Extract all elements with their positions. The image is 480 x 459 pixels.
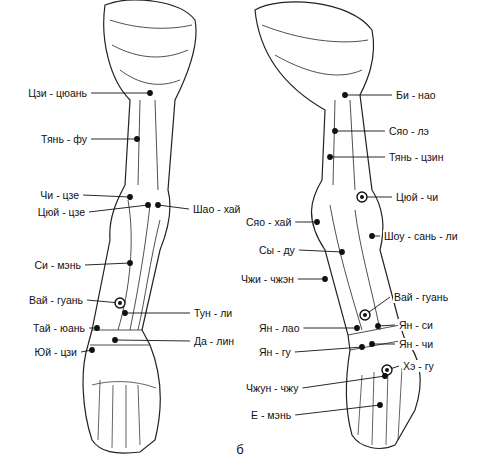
point-label: Да - лин xyxy=(193,335,235,347)
leader-line xyxy=(295,347,362,352)
point-dot xyxy=(343,93,347,97)
point-label: Тянь - фу xyxy=(40,133,88,145)
point-label: Би - нао xyxy=(395,89,437,101)
leader-line xyxy=(115,340,190,341)
point-dot xyxy=(328,155,332,159)
leader-line xyxy=(295,222,317,223)
leader-line xyxy=(304,328,357,329)
leader-line xyxy=(298,279,325,280)
point-label: Сяо - лэ xyxy=(388,125,430,137)
point-label: Цзи - цюань xyxy=(27,87,88,99)
point-label: Вай - гуань xyxy=(393,291,449,303)
leader-line xyxy=(302,376,385,388)
leader-line xyxy=(125,313,190,314)
point-label: Ян - чи xyxy=(398,338,434,350)
point-label: Тянь - цзин xyxy=(388,151,444,163)
leader-line xyxy=(91,93,150,94)
leader-line xyxy=(330,157,385,158)
point-dot xyxy=(118,301,122,305)
point-label: Юй - цзи xyxy=(34,346,78,358)
figure-caption: б xyxy=(235,443,244,457)
point-dot xyxy=(360,345,364,349)
point-label: Шао - хай xyxy=(192,203,241,215)
leader-line xyxy=(89,205,148,212)
point-label: Тун - ли xyxy=(193,307,233,319)
point-dot xyxy=(123,311,127,315)
point-dot xyxy=(370,342,374,346)
point-label: Ян - си xyxy=(398,319,434,331)
point-dot xyxy=(135,137,139,141)
point-label: Сы - ду xyxy=(258,244,296,256)
point-label: Тай - юань xyxy=(32,322,86,334)
left-arm xyxy=(83,0,196,453)
point-dot xyxy=(363,313,367,317)
point-dot xyxy=(115,298,125,308)
point-label: Е - мэнь xyxy=(250,409,292,421)
point-dot xyxy=(90,348,94,352)
point-label: Хэ - гу xyxy=(402,360,435,372)
point-dot xyxy=(360,195,364,199)
point-dot xyxy=(360,310,370,320)
point-label: Шоу - сань - ли xyxy=(383,230,459,242)
point-dot xyxy=(385,368,389,372)
point-dot xyxy=(323,277,327,281)
point-dot xyxy=(315,220,319,224)
point-dot xyxy=(148,91,152,95)
leader-line xyxy=(158,205,189,209)
leader-line xyxy=(299,250,342,252)
point-dot xyxy=(95,326,99,330)
leader-line xyxy=(345,95,392,96)
point-label: Цюй - цзе xyxy=(37,206,86,218)
point-dot xyxy=(376,324,380,328)
leader-line xyxy=(295,405,380,415)
point-dot xyxy=(370,234,374,238)
leader-line xyxy=(83,195,130,197)
point-label: Чжи - чжэн xyxy=(240,273,295,285)
point-dot xyxy=(113,338,117,342)
point-dot xyxy=(340,250,344,254)
point-dot xyxy=(128,195,132,199)
point-label: Чи - цзе xyxy=(39,189,80,201)
point-label: Чжун - чжу xyxy=(245,382,299,394)
point-label: Сяо - хай xyxy=(245,216,292,228)
point-dot xyxy=(383,374,387,378)
point-dot xyxy=(146,203,150,207)
point-dot xyxy=(382,365,392,375)
leader-line xyxy=(91,139,137,140)
leader-line xyxy=(85,263,130,265)
leader-line xyxy=(372,344,395,345)
point-label: Цюй - чи xyxy=(395,191,439,203)
point-label: Ян - лао xyxy=(258,322,301,334)
point-dot xyxy=(357,192,367,202)
leader-line xyxy=(335,131,385,132)
point-dot xyxy=(355,326,359,330)
point-dot xyxy=(128,261,132,265)
point-dot xyxy=(378,403,382,407)
point-dot xyxy=(156,203,160,207)
point-dot xyxy=(333,129,337,133)
point-label: Вай - гуань xyxy=(28,294,84,306)
point-label: Ян - гу xyxy=(258,346,292,358)
point-label: Си - мэнь xyxy=(33,259,82,271)
